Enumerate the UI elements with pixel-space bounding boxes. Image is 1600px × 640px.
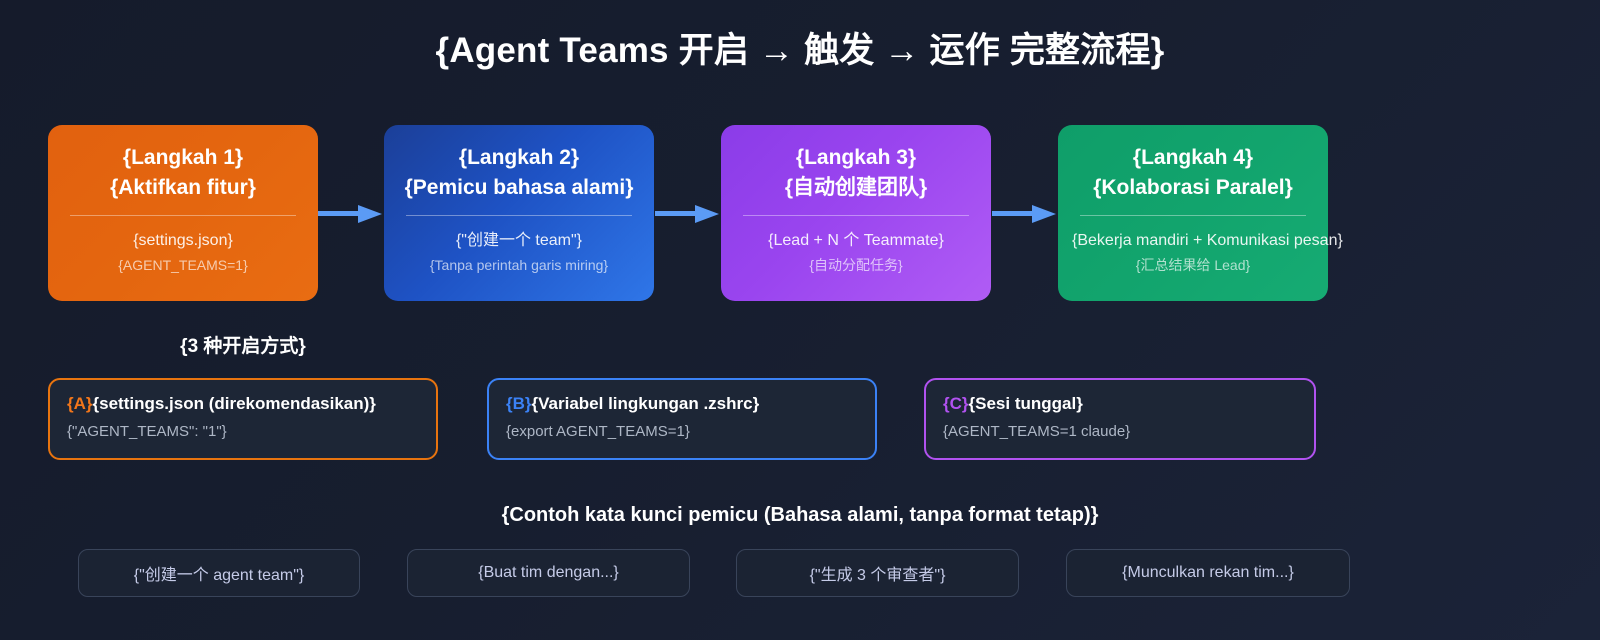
- option-a-key: {A}: [67, 394, 93, 413]
- step-4-title-line2: {Kolaborasi Paralel}: [1093, 176, 1293, 200]
- keyword-pill-4: {Munculkan rekan tim...}: [1066, 549, 1350, 597]
- steps-row: {Langkah 1} {Aktifkan fitur} {settings.j…: [0, 125, 1600, 305]
- step-card-1: {Langkah 1} {Aktifkan fitur} {settings.j…: [48, 125, 318, 301]
- step-3-title-line2: {自动创建团队}: [784, 176, 928, 200]
- step-4-detail: {汇总结果给 Lead}: [1135, 256, 1251, 273]
- activation-methods-heading: {3 种开启方式}: [180, 336, 306, 357]
- step-2-subtitle: {"创建一个 team"}: [455, 231, 583, 249]
- step-4-title-line1: {Langkah 4}: [1132, 146, 1254, 169]
- option-a-detail: {"AGENT_TEAMS": "1"}: [67, 422, 227, 440]
- option-c-key: {C}: [943, 394, 969, 413]
- step-card-3: {Langkah 3} {自动创建团队} {Lead + N 个 Teammat…: [721, 125, 991, 301]
- keyword-pill-3: {"生成 3 个审查者"}: [736, 549, 1019, 597]
- option-b-key: {B}: [506, 394, 532, 413]
- step-4-subtitle: {Bekerja mandiri + Komunikasi pesan}: [1072, 231, 1343, 249]
- option-c-detail: {AGENT_TEAMS=1 claude}: [943, 422, 1131, 440]
- step-card-2: {Langkah 2} {Pemicu bahasa alami} {"创建一个…: [384, 125, 654, 301]
- step-4-divider: [1080, 214, 1306, 216]
- step-3-divider: [743, 214, 969, 216]
- option-c-title: {C}{Sesi tunggal}: [943, 393, 1297, 416]
- arrow-right-icon: [318, 203, 382, 225]
- option-b-title-text: {Variabel lingkungan .zshrc}: [531, 394, 760, 413]
- step-2-title-line2: {Pemicu bahasa alami}: [404, 176, 634, 200]
- step-3-title-line1: {Langkah 3}: [795, 146, 917, 169]
- step-3-detail: {自动分配任务}: [809, 256, 903, 273]
- option-a-title: {A}{settings.json (direkomendasikan)}: [67, 393, 419, 416]
- option-b-title: {B}{Variabel lingkungan .zshrc}: [506, 393, 858, 416]
- step-card-4: {Langkah 4} {Kolaborasi Paralel} {Bekerj…: [1058, 125, 1343, 301]
- step-2-divider: [406, 214, 632, 216]
- step-2-detail: {Tanpa perintah garis miring}: [429, 256, 609, 273]
- option-b-detail: {export AGENT_TEAMS=1}: [506, 422, 690, 440]
- keyword-pill-2: {Buat tim dengan...}: [407, 549, 690, 597]
- trigger-keywords-heading: {Contoh kata kunci pemicu (Bahasa alami,…: [501, 504, 1099, 526]
- option-a-title-text: {settings.json (direkomendasikan)}: [92, 394, 376, 413]
- step-3-subtitle: {Lead + N 个 Teammate}: [768, 231, 944, 249]
- arrow-right-icon: [992, 203, 1056, 225]
- option-c-title-text: {Sesi tunggal}: [968, 394, 1083, 413]
- option-box-b: {B}{Variabel lingkungan .zshrc} {export …: [487, 378, 877, 460]
- arrow-right-icon: [655, 203, 719, 225]
- step-2-title-line1: {Langkah 2}: [458, 146, 580, 169]
- step-1-detail: {AGENT_TEAMS=1}: [118, 256, 248, 273]
- step-1-title-line2: {Aktifkan fitur}: [110, 176, 256, 200]
- page-title: {Agent Teams 开启 → 触发 → 运作 完整流程}: [435, 31, 1165, 70]
- keyword-pill-1: {"创建一个 agent team"}: [78, 549, 360, 597]
- option-box-c: {C}{Sesi tunggal} {AGENT_TEAMS=1 claude}: [924, 378, 1316, 460]
- option-box-a: {A}{settings.json (direkomendasikan)} {"…: [48, 378, 438, 460]
- step-1-subtitle: {settings.json}: [133, 231, 233, 249]
- step-1-title-line1: {Langkah 1}: [122, 146, 244, 169]
- step-1-divider: [70, 214, 296, 216]
